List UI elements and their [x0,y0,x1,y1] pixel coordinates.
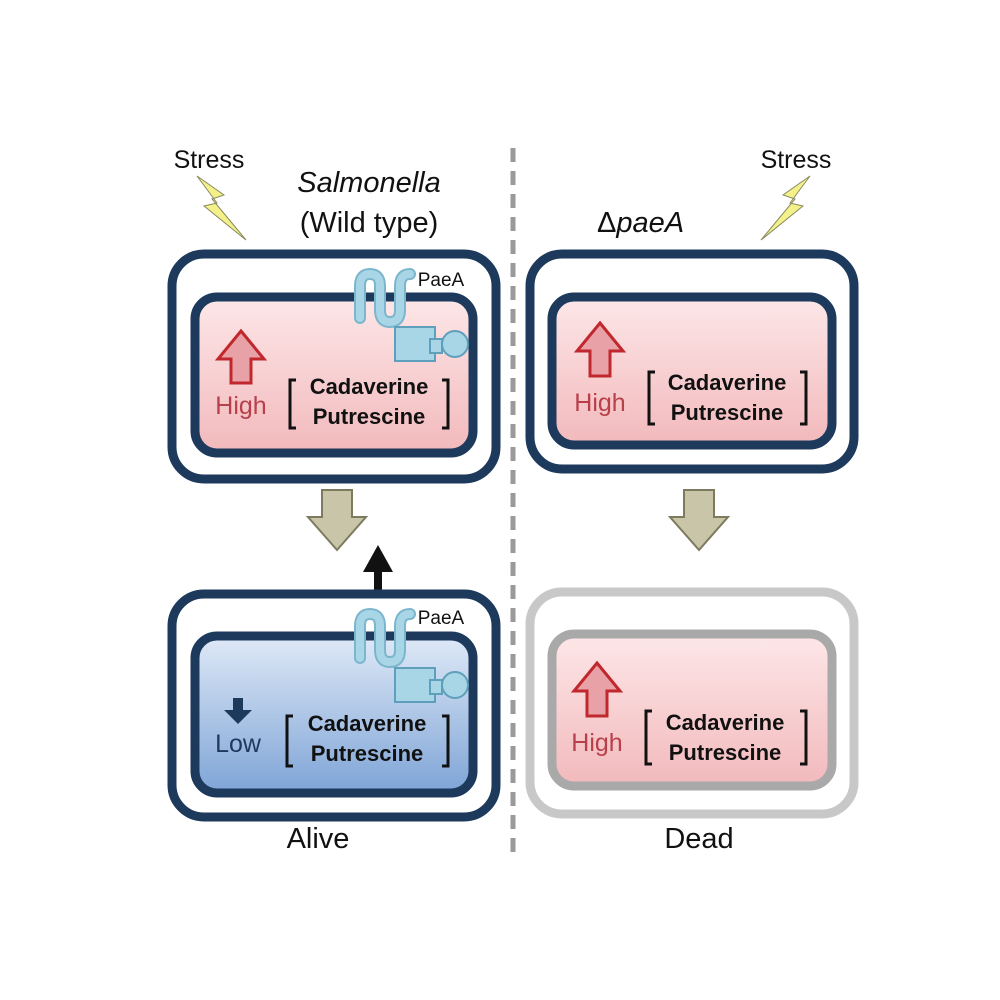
dead-label: Dead [664,823,733,855]
organism-label: Salmonella [297,167,440,199]
level-high-label: High [574,389,625,417]
increase-arrow-icon [570,660,624,718]
paea-label: PaeA [418,608,465,629]
inner-membrane [547,629,837,791]
left-bracket [285,714,293,768]
left-bracket [288,378,296,430]
wild-type-stressed-cell: PaeA High Cadaverine Putrescine [167,249,501,484]
left-flow-arrow [305,489,369,552]
right-stress-label: Stress [761,146,832,174]
right-bracket [442,378,450,430]
mutant-genotype-label: ΔpaeA [597,207,684,239]
putrescine-label: Putrescine [311,741,424,766]
increase-arrow-icon [214,328,268,385]
paea-protein-icon [354,607,469,703]
right-bracket [800,709,808,766]
left-lightning-icon [196,175,247,241]
export-arrow-icon [363,545,393,572]
paea-mutant-panel: Stress ΔpaeA High Cadaverine Putrescine … [525,146,859,855]
right-lightning-icon [760,175,811,241]
mutant-stressed-cell: High Cadaverine Putrescine [525,249,859,474]
genotype-wild-type-label: (Wild type) [300,207,439,239]
level-high-label: High [215,392,266,420]
gene-name: paeA [615,207,684,239]
left-bracket [644,709,652,766]
paea-label: PaeA [418,270,465,291]
paea-protein-icon [354,267,469,362]
export-arrow-shaft [374,568,382,602]
putrescine-label: Putrescine [313,404,426,429]
left-bracket [647,370,655,426]
wild-type-recovered-cell: PaeA Low Cadaverine Putrescine [167,589,501,822]
delta-symbol: Δ [597,207,616,239]
decrease-arrow-icon [224,698,252,724]
right-bracket [800,370,808,426]
right-bracket [442,714,450,768]
putrescine-label: Putrescine [669,740,782,765]
inner-membrane [547,292,837,450]
cadaverine-label: Cadaverine [666,710,785,735]
level-high-label: High [571,729,622,757]
wild-type-panel: Stress Salmonella (Wild type) PaeA High … [167,146,501,855]
putrescine-label: Putrescine [671,400,784,425]
increase-arrow-icon [573,320,627,378]
right-flow-arrow [667,489,731,552]
level-low-label: Low [215,730,262,758]
left-stress-label: Stress [174,146,245,174]
cadaverine-label: Cadaverine [310,374,429,399]
cadaverine-label: Cadaverine [308,711,427,736]
alive-label: Alive [287,823,350,855]
cadaverine-label: Cadaverine [668,370,787,395]
mutant-dead-cell: High Cadaverine Putrescine [525,587,859,819]
